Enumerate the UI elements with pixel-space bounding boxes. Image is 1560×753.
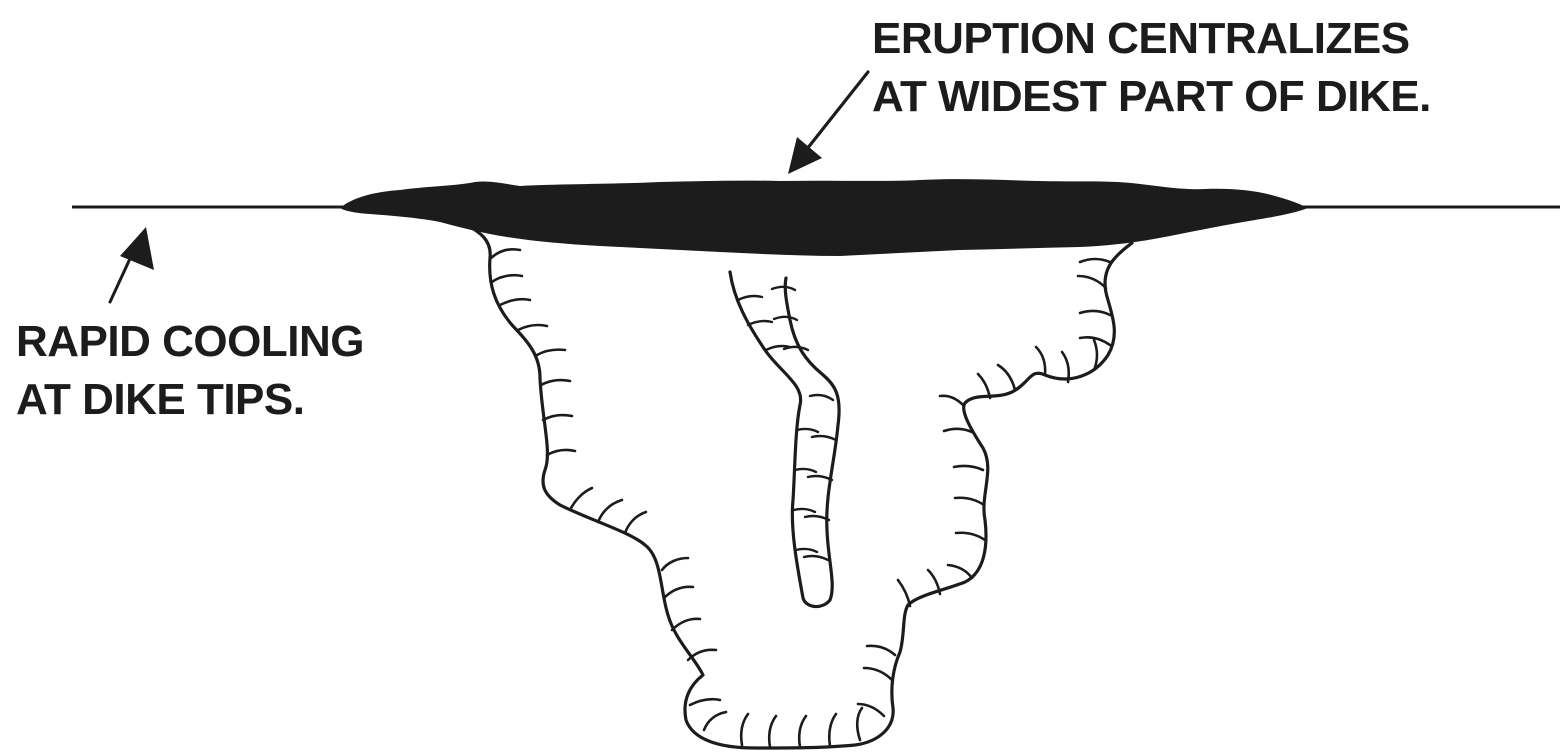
bottom-hatching <box>690 699 884 747</box>
dike-inner-channel <box>730 272 839 607</box>
lava-flow <box>340 179 1308 256</box>
cooling-label-line-2: AT DIKE TIPS. <box>16 371 364 429</box>
cooling-label-line-1: RAPID COOLING <box>16 313 364 371</box>
cooling-arrow <box>110 227 154 302</box>
eruption-arrow <box>788 72 868 174</box>
eruption-label-line-1: ERUPTION CENTRALIZES <box>872 10 1431 68</box>
eruption-label-line-2: AT WIDEST PART OF DIKE. <box>872 68 1431 126</box>
cooling-label: RAPID COOLING AT DIKE TIPS. <box>16 313 364 429</box>
left-wall-hatching <box>491 249 716 660</box>
eruption-label: ERUPTION CENTRALIZES AT WIDEST PART OF D… <box>872 10 1431 126</box>
dike-outline <box>462 222 1132 748</box>
